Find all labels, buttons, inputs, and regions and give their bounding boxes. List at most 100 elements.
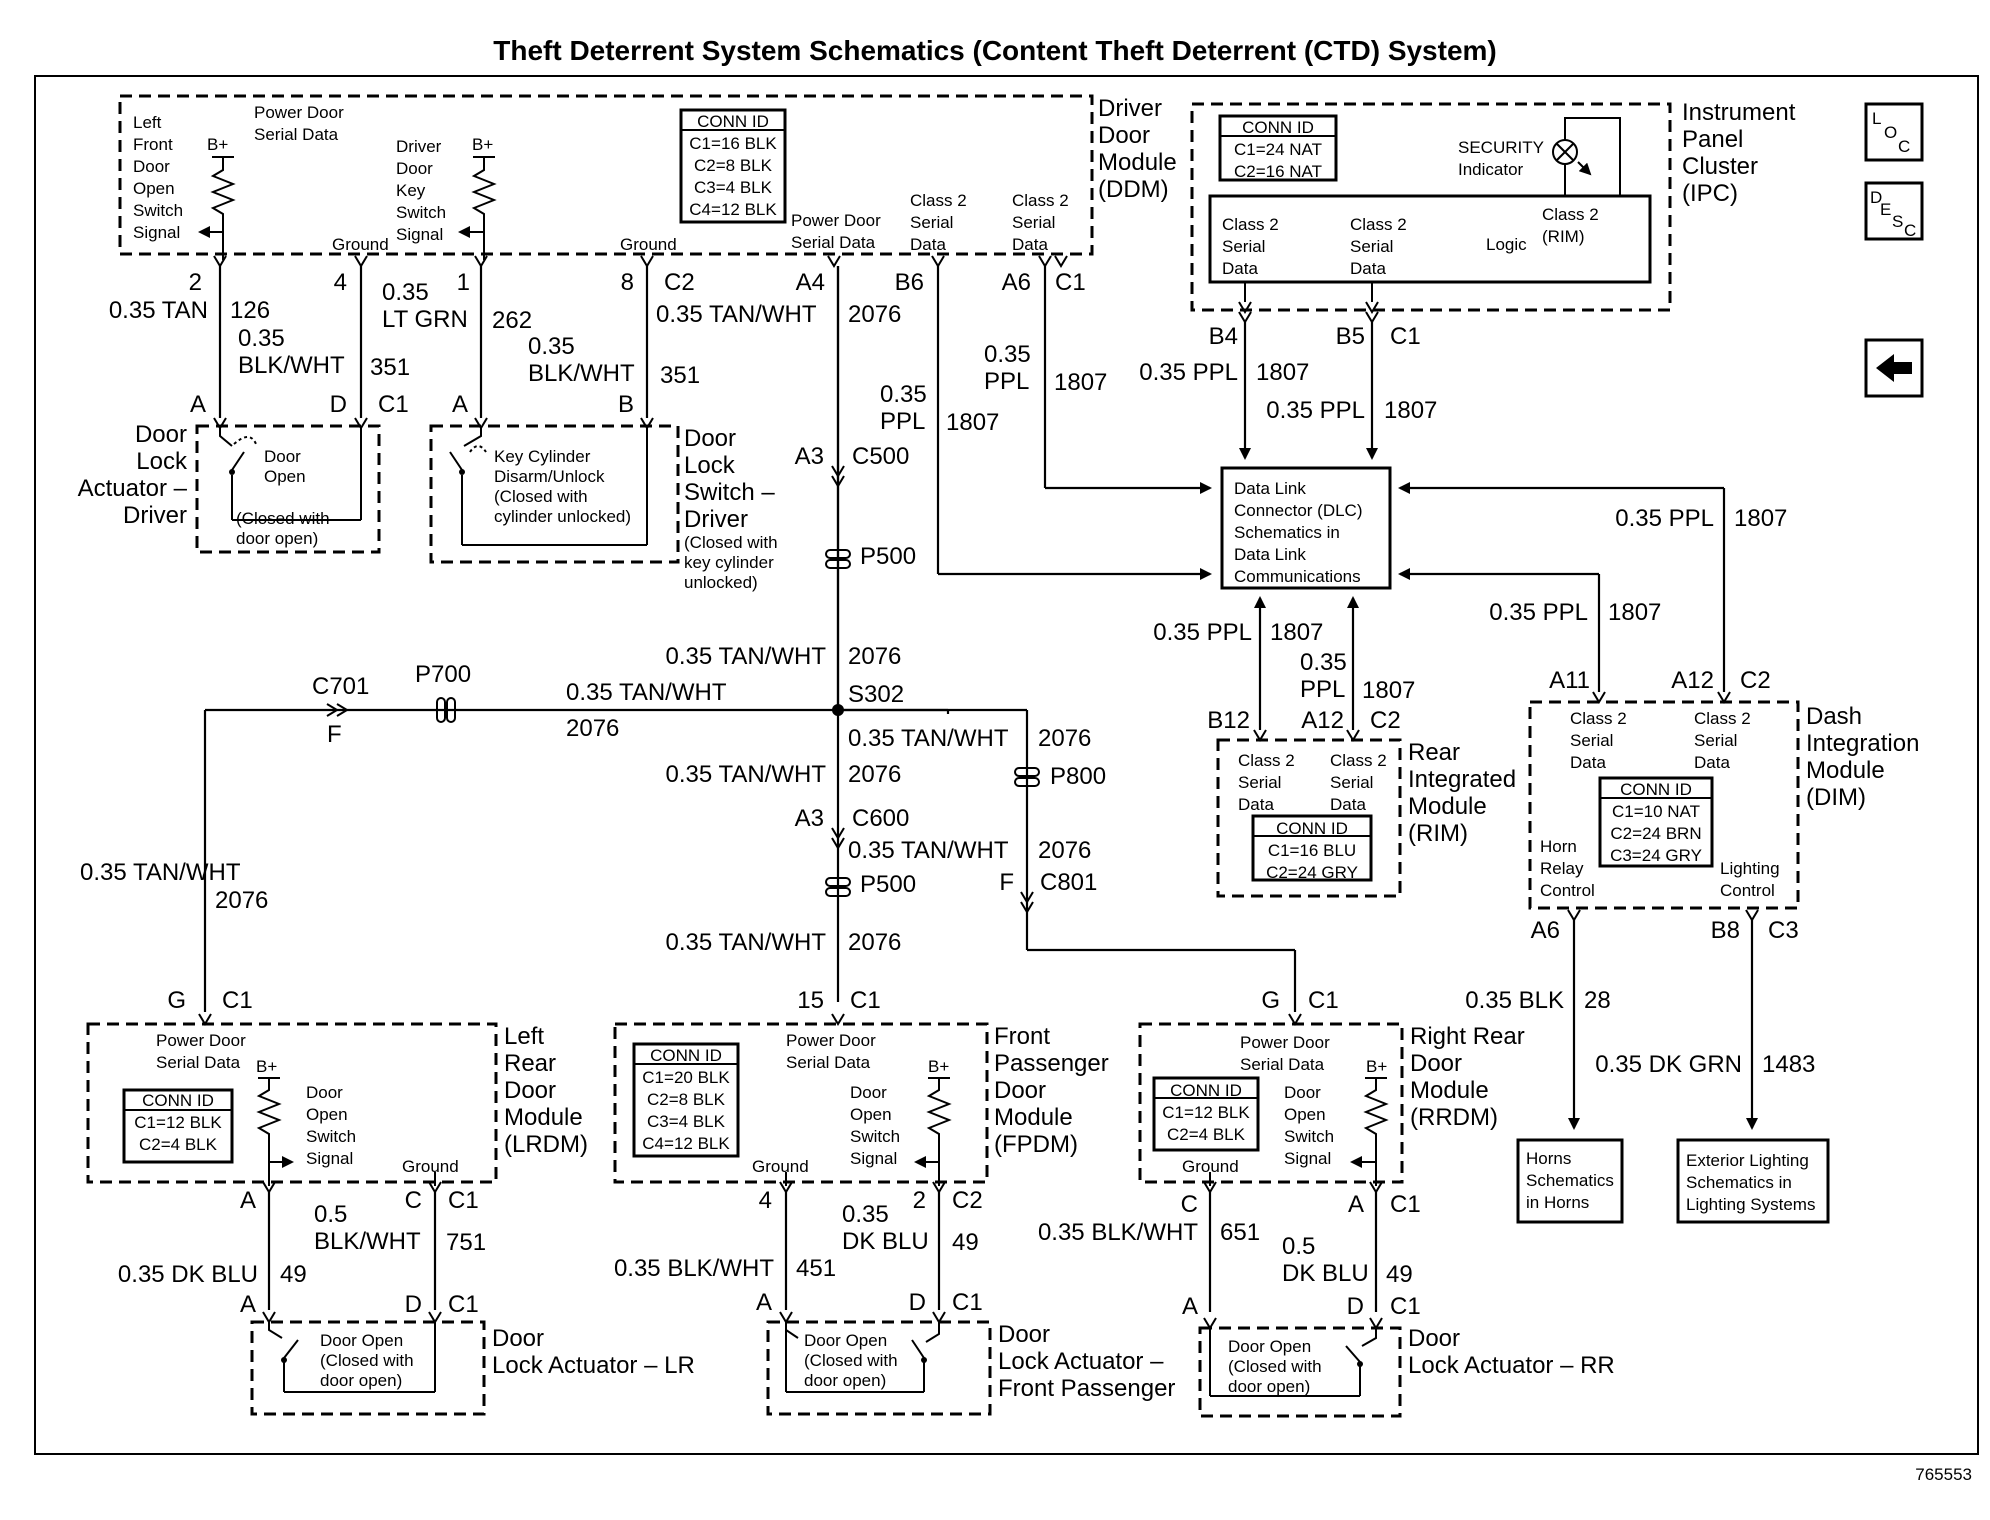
label-w-035-blkwht-inline: 0.35 BLK/WHT xyxy=(1038,1219,1198,1246)
data-link-connector xyxy=(1220,466,1392,590)
label-ipc-conn-1: C1=24 NAT xyxy=(1234,140,1322,159)
label-w-035-blkwht-inline: 0.35 BLK/WHT xyxy=(614,1255,774,1282)
figure-number: 765553 xyxy=(1915,1465,1972,1484)
svg-text:L: L xyxy=(1872,109,1881,128)
label-w-035-ppl-inline: 0.35 PPL xyxy=(1489,599,1588,626)
label-ddm-conn-1: C1=16 BLK xyxy=(689,134,777,153)
label-w-035-ppl-inline: 0.35 PPL xyxy=(1153,619,1252,646)
label-w-035-ppl-inline: 0.35 PPL xyxy=(1139,359,1238,386)
label-c-28: 28 xyxy=(1584,987,1611,1014)
label-w-035-tanwht: 0.35 TAN/WHT xyxy=(848,725,1009,752)
label-c500: C500 xyxy=(852,443,909,470)
label-pin-a: A xyxy=(1348,1191,1364,1218)
label-p500: P500 xyxy=(860,543,916,570)
label-pin-d: D xyxy=(330,391,347,418)
door-lock-actuator-rr xyxy=(1198,1317,1402,1418)
label-w-035-dkgrn: 0.35 DK GRN xyxy=(1595,1051,1742,1078)
svg-text:O: O xyxy=(1884,123,1897,142)
label-pin-2: 2 xyxy=(913,1187,926,1214)
label-rrdm-conn-0: CONN ID xyxy=(1170,1081,1242,1100)
label-pin-c1: C1 xyxy=(448,1291,479,1318)
label-pin-b6: B6 xyxy=(895,269,924,296)
label-c-49: 49 xyxy=(952,1229,979,1256)
label-pin-c1: C1 xyxy=(1390,1293,1421,1320)
label-ddm-ground: Ground xyxy=(1182,1157,1239,1176)
label-c-1807: 1807 xyxy=(1608,599,1661,626)
label-c-751: 751 xyxy=(446,1229,486,1256)
label-ddm-conn-2: C2=8 BLK xyxy=(694,156,773,175)
label-c-2076: 2076 xyxy=(848,643,901,670)
label-lrdm-conn-0: CONN ID xyxy=(142,1091,214,1110)
label-c-1807: 1807 xyxy=(1054,369,1107,396)
dash-integration-module xyxy=(1398,482,1800,1130)
driver-door-module xyxy=(118,94,1094,256)
label-logic: Logic xyxy=(1486,235,1527,254)
label-c-2076: 2076 xyxy=(848,301,901,328)
label-ddm-ground: Ground xyxy=(620,235,677,254)
label-c-1807: 1807 xyxy=(1270,619,1323,646)
label-pin-c3: C3 xyxy=(1768,917,1799,944)
label-w-035-tan: 0.35 TAN xyxy=(109,297,208,324)
label-fpdm-conn-0: CONN ID xyxy=(650,1046,722,1065)
label-dim-conn-0: CONN ID xyxy=(1620,780,1692,799)
label-c-1807: 1807 xyxy=(1734,505,1787,532)
label-class2-rim: Class 2(RIM) xyxy=(1542,205,1599,246)
label-pin-a11: A11 xyxy=(1549,667,1590,694)
label-rim-conn-1: C1=16 BLU xyxy=(1268,841,1356,860)
label-pin-d: D xyxy=(1347,1293,1364,1320)
label-pin-1: 1 xyxy=(457,269,470,296)
label-fpdm-conn-1: C1=20 BLK xyxy=(642,1068,730,1087)
label-p500: P500 xyxy=(860,871,916,898)
label-ipc-conn-0: CONN ID xyxy=(1242,118,1314,137)
ddm-connector-pins xyxy=(213,255,1068,268)
horns-box[interactable] xyxy=(1516,1138,1624,1224)
loc-icon[interactable]: LOC xyxy=(1864,102,1924,162)
door-lock-switch-driver xyxy=(429,417,680,564)
label-pin-a: A xyxy=(1182,1293,1198,1320)
door-lock-actuator-lr xyxy=(250,1311,486,1416)
back-arrow-icon[interactable] xyxy=(1864,338,1924,398)
label-pin-4: 4 xyxy=(759,1187,772,1214)
label-pin-8: 8 xyxy=(621,269,634,296)
label-rrdm-conn-1: C1=12 BLK xyxy=(1162,1103,1250,1122)
label-pin-a3: A3 xyxy=(795,443,824,470)
label-pin-c: C xyxy=(405,1187,422,1214)
label-pin-c1: C1 xyxy=(1308,987,1339,1014)
label-pin-c1: C1 xyxy=(222,987,253,1014)
exterior-lighting-box[interactable] xyxy=(1676,1138,1830,1224)
label-dim-conn-3: C3=24 GRY xyxy=(1610,846,1702,865)
svg-text:C: C xyxy=(1898,137,1910,156)
label-pin-c1: C1 xyxy=(952,1289,983,1316)
label-c-1807: 1807 xyxy=(1384,397,1437,424)
diagram-frame xyxy=(34,75,1979,1455)
label-w-035-tanwht: 0.35 TAN/WHT xyxy=(666,761,827,788)
label-pin-f: F xyxy=(327,721,342,748)
label-c600: C600 xyxy=(852,805,909,832)
label-ddm-conn-4: C4=12 BLK xyxy=(689,200,777,219)
label-pin-g: G xyxy=(167,987,186,1014)
label-pin-c: C xyxy=(1181,1191,1198,1218)
